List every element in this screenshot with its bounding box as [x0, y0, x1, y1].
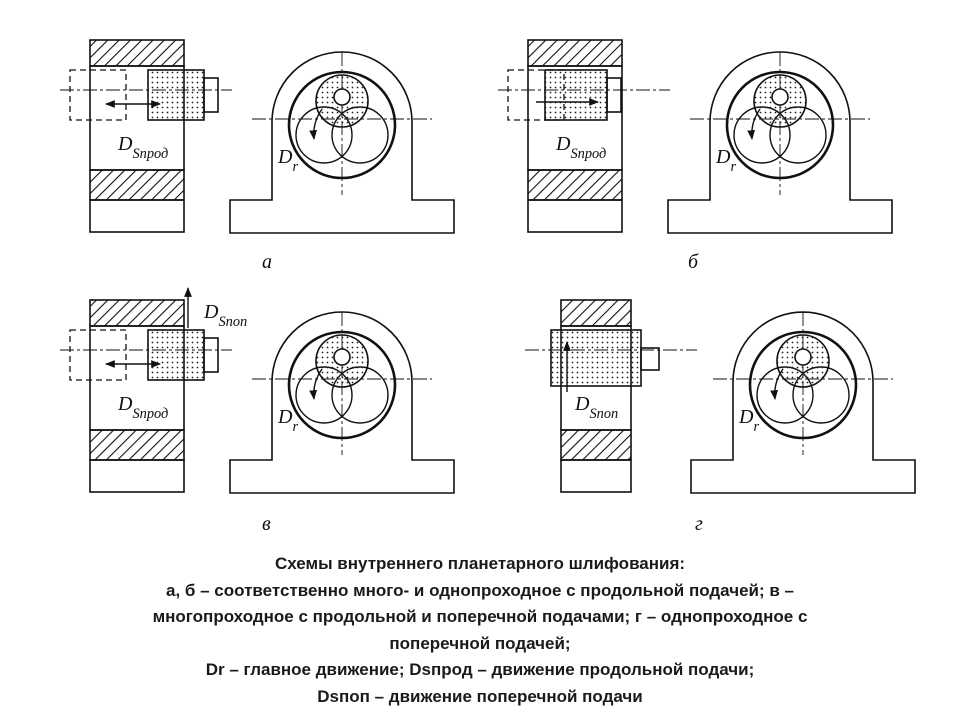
- grinding-wheel: [544, 69, 608, 121]
- spindle-end: [794, 348, 812, 366]
- housing-outline: [229, 311, 455, 494]
- workpiece-wall-bottom: [560, 429, 632, 461]
- wheel-spindle: [606, 77, 622, 113]
- panel-g: DSпоп Dr г: [525, 299, 916, 535]
- rotation-arrow: [309, 108, 323, 140]
- workpiece-wall-bottom: [89, 169, 185, 201]
- panel-b: DSпрод Dr б: [498, 39, 893, 273]
- workpiece-base: [527, 199, 623, 233]
- caption-line-6: Dsпоп – движение поперечной подачи: [317, 686, 643, 706]
- housing-outline: [667, 51, 893, 234]
- panel-a: DSпрод Dr а: [60, 39, 455, 273]
- workpiece-wall-bottom: [89, 429, 185, 461]
- grinding-wheel: [147, 69, 205, 121]
- wheel-spindle: [640, 347, 660, 371]
- workpiece-base: [89, 459, 185, 493]
- rotation-label: Dr: [715, 146, 736, 175]
- panel-letter: в: [262, 513, 271, 535]
- wheel-spindle: [203, 337, 219, 373]
- workpiece-wall-top: [89, 39, 185, 67]
- rotation-label: Dr: [277, 406, 298, 435]
- workpiece-wall-top: [89, 299, 185, 327]
- feed-label: DSпоп: [574, 393, 618, 422]
- spindle-end: [771, 88, 789, 106]
- spindle-end: [333, 88, 351, 106]
- wheel-spindle: [203, 77, 219, 113]
- rotation-arrow: [770, 368, 784, 400]
- caption-line-4: поперечной подачей;: [389, 633, 571, 653]
- spindle-end: [333, 348, 351, 366]
- caption-line-5: Dr – главное движение; Dsпрод – движение…: [205, 660, 755, 679]
- rotation-arrow: [747, 108, 761, 140]
- grinding-wheel: [550, 329, 642, 387]
- rotation-label: Dr: [277, 146, 298, 175]
- feed-label: DSпрод: [117, 133, 168, 162]
- panel-letter: а: [262, 251, 272, 273]
- workpiece-base: [560, 459, 632, 493]
- feed-label: DSпрод: [555, 133, 606, 162]
- wheel-start-position: [69, 329, 127, 381]
- housing-outline: [229, 51, 455, 234]
- panel-letter: б: [688, 251, 699, 273]
- housing-outline: [690, 311, 916, 494]
- rotation-arrow: [309, 368, 323, 400]
- workpiece-base: [89, 199, 185, 233]
- feed-label: DSпрод: [117, 393, 168, 422]
- figure-caption: Схемы внутреннего планетарного шлифовани…: [40, 551, 920, 710]
- grinding-wheel: [147, 329, 205, 381]
- workpiece-wall-bottom: [527, 169, 623, 201]
- workpiece-wall-top: [560, 299, 632, 327]
- rotation-label: Dr: [738, 406, 759, 435]
- cross-feed-label: DSпоп: [203, 301, 247, 330]
- workpiece-wall-top: [527, 39, 623, 67]
- panel-letter: г: [695, 513, 703, 535]
- caption-line-2: а, б – соответственно много- и однопрохо…: [165, 580, 794, 600]
- wheel-start-position: [69, 69, 127, 121]
- caption-line-3: многопроходное с продольной и поперечной…: [152, 607, 808, 626]
- caption-line-1: Схемы внутреннего планетарного шлифовани…: [274, 554, 686, 573]
